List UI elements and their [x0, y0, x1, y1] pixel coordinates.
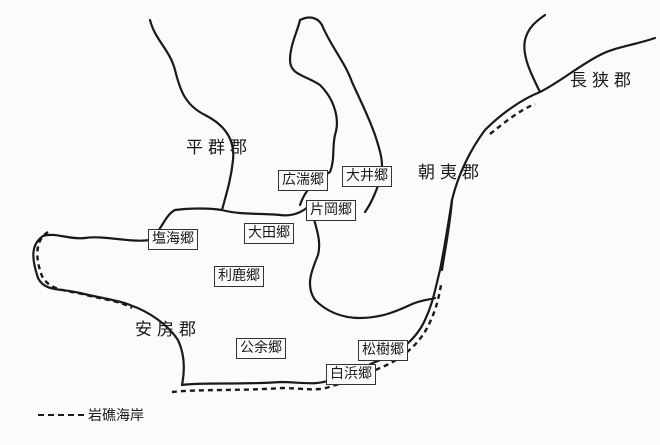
village-label-tokama: 利鹿郷: [214, 266, 264, 287]
village-label-kataoka: 片岡郷: [306, 200, 356, 221]
village-label-ooi: 大井郷: [342, 166, 392, 187]
boundary-north: [288, 16, 338, 207]
village-label-hirose: 広湍郷: [278, 170, 328, 191]
village-label-kuma: 公余郷: [236, 338, 286, 359]
rocky-coast-south: [171, 284, 443, 394]
boundary-east: [320, 23, 384, 214]
district-label-asahina: 朝夷郡: [418, 163, 484, 183]
village-label-shirahama: 白浜郷: [326, 364, 376, 385]
village-label-shiomi: 塩海郷: [148, 229, 198, 250]
boundary-awa: [308, 203, 437, 320]
boundary-heguri: [220, 203, 312, 217]
legend-label: 岩礁海岸: [88, 408, 144, 424]
coastline-northeast: [523, 13, 547, 94]
rocky-coast-east: [489, 102, 536, 135]
legend-dashed-line: [38, 414, 84, 416]
boundary-asahina: [440, 198, 454, 272]
district-label-heguri: 平群郡: [186, 138, 252, 158]
village-label-oota: 大田郷: [244, 223, 294, 244]
district-label-nagasa: 長狭郡: [570, 71, 636, 91]
village-label-shoju: 松樹郷: [358, 340, 408, 361]
district-label-awa: 安房郡: [135, 320, 201, 340]
rocky-coast-west: [36, 230, 133, 310]
legend: 岩礁海岸: [38, 405, 144, 425]
